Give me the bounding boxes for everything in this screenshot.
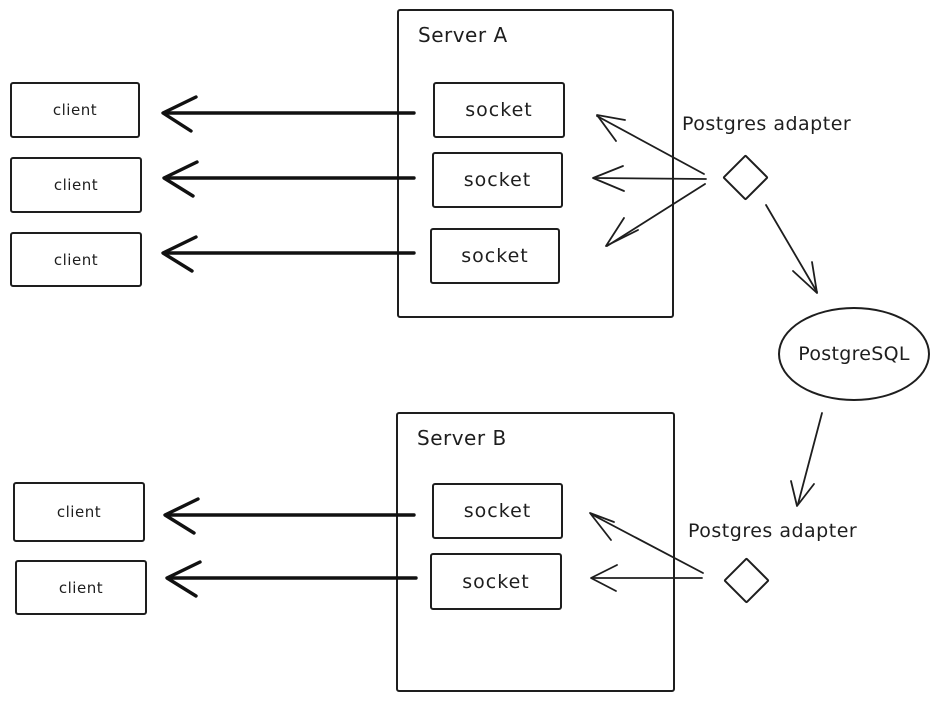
- client-label: client: [52, 101, 98, 119]
- client-b-2: client: [15, 560, 147, 615]
- socket-label: socket: [463, 169, 532, 191]
- server-a-label: Server A: [418, 23, 508, 47]
- socket-label: socket: [463, 500, 532, 522]
- socket-label: socket: [462, 570, 530, 593]
- socket-label: socket: [465, 99, 533, 121]
- client-b-1: client: [13, 482, 145, 542]
- arrowhead-client-b2: [165, 560, 202, 598]
- server-b-socket-2: socket: [430, 553, 562, 610]
- postgres-adapter-1-diamond: [722, 154, 769, 201]
- server-b-label: Server B: [417, 426, 507, 450]
- client-label: client: [53, 250, 99, 269]
- postgres-adapter-2-diamond: [723, 557, 770, 604]
- client-label: client: [53, 176, 99, 194]
- postgres-adapter-2-label: Postgres adapter: [688, 520, 858, 542]
- postgres-adapter-1-label: Postgres adapter: [682, 113, 852, 135]
- client-a-3: client: [10, 232, 142, 287]
- server-a-socket-2: socket: [432, 152, 563, 208]
- client-a-1: client: [10, 82, 140, 138]
- arrowhead-adapter2: [790, 480, 815, 507]
- arrowhead-client-a1: [161, 95, 198, 133]
- server-a-socket-3: socket: [430, 228, 560, 284]
- server-b-box: Server B: [396, 412, 675, 692]
- server-a-socket-1: socket: [433, 82, 565, 138]
- server-b-socket-1: socket: [432, 483, 563, 539]
- arrowhead-postgresql: [792, 261, 818, 294]
- client-label: client: [58, 578, 104, 597]
- socket-label: socket: [461, 245, 529, 267]
- arrowhead-client-a2: [162, 160, 199, 198]
- arrow-adapter1-to-postgresql: [765, 204, 818, 293]
- client-label: client: [56, 503, 102, 521]
- postgresql-label: PostgreSQL: [798, 343, 910, 365]
- postgresql-ellipse: PostgreSQL: [778, 307, 930, 401]
- arrowhead-client-a3: [161, 235, 198, 273]
- client-a-2: client: [10, 157, 142, 213]
- arrow-postgresql-to-adapter2: [797, 412, 823, 505]
- arrowhead-client-b1: [163, 497, 200, 535]
